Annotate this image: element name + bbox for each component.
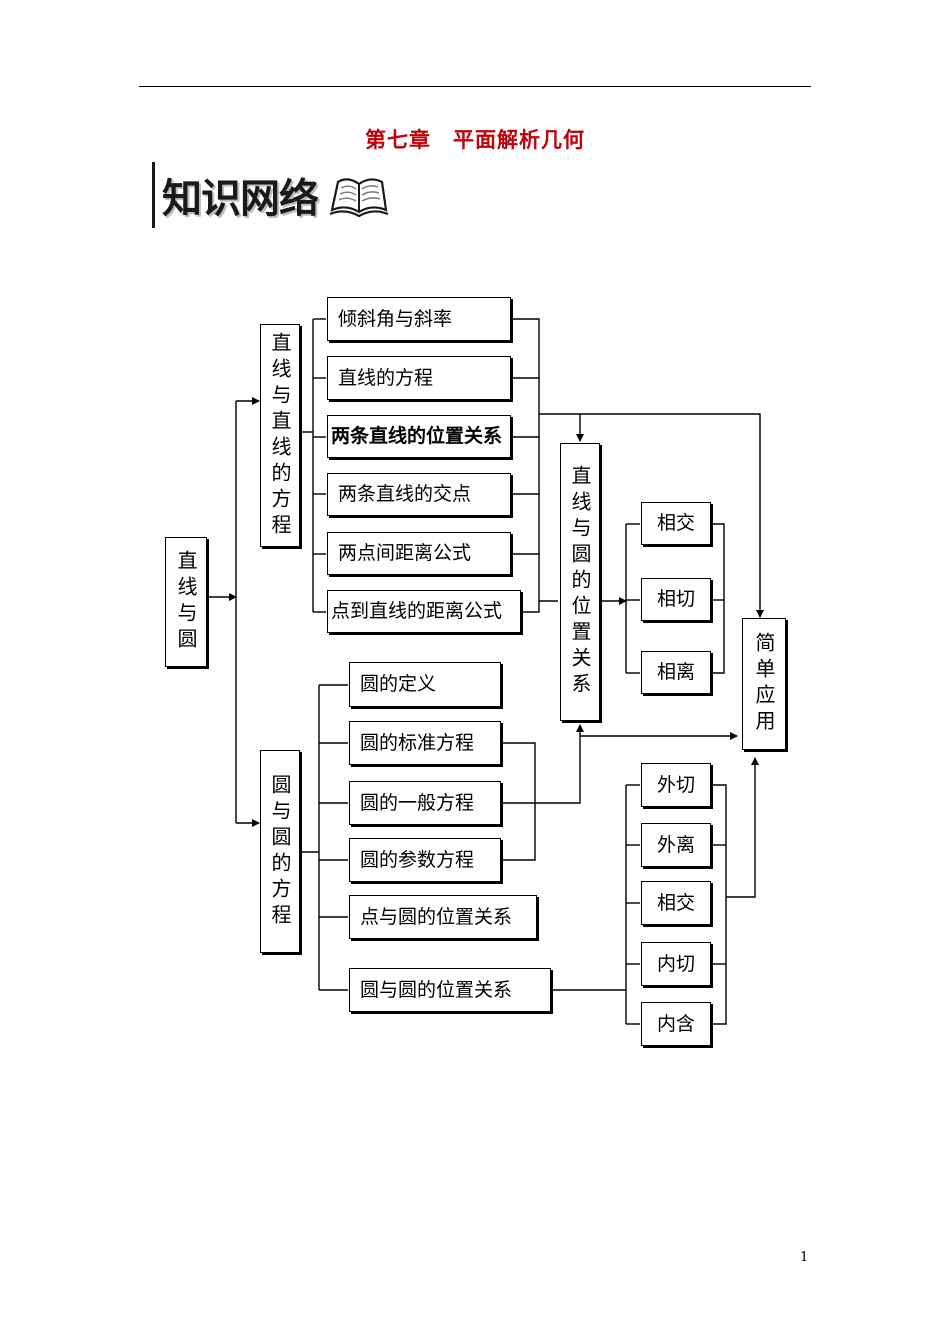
circle-circle-case-box: 相交 (641, 881, 711, 925)
circle-circle-case-label: 外离 (656, 833, 695, 856)
chapter-title: 第七章 平面解析几何 (365, 127, 585, 152)
circle-topic-label: 圆的一般方程 (360, 791, 475, 814)
line-topic-label: 两条直线的交点 (338, 483, 472, 505)
circle-topic-label: 圆的参数方程 (360, 848, 475, 871)
lines-branch-node: 直线与直线的方程 (260, 324, 300, 547)
circle-topic-box: 圆与圆的位置关系 (349, 968, 551, 1012)
line-topic-box: 点到直线的距离公式 (327, 590, 521, 633)
lines-branch-label: 直线与直线的方程 (268, 331, 292, 540)
circle-topic-box: 圆的一般方程 (349, 781, 501, 825)
circle-circle-case-box: 外切 (641, 763, 711, 807)
section-heading-bar (152, 162, 155, 228)
line-circle-case-label: 相离 (656, 661, 695, 683)
circles-branch-node: 圆与圆的方程 (260, 750, 300, 953)
line-topic-label: 倾斜角与斜率 (338, 307, 453, 330)
section-title: 知识网络 (162, 175, 319, 222)
circle-topic-label: 圆的标准方程 (360, 731, 475, 754)
line-circle-case-label: 相切 (656, 588, 695, 610)
line-topic-box: 倾斜角与斜率 (327, 297, 511, 341)
circle-circle-case-label: 内含 (656, 1012, 695, 1035)
line-circle-case-box: 相切 (641, 578, 711, 621)
line-circle-relation-node: 直线与圆的位置关系 (560, 443, 600, 721)
line-circle-relation-label: 直线与圆的位置关系 (568, 465, 592, 699)
circle-circle-case-box: 内切 (641, 942, 711, 986)
line-topic-box: 两条直线的交点 (327, 473, 511, 516)
page-number: 1 (800, 1250, 809, 1265)
circle-topic-label: 点与圆的位置关系 (360, 905, 513, 928)
header-rule (139, 86, 811, 87)
circle-circle-case-label: 相交 (656, 891, 695, 914)
line-topic-label: 两条直线的位置关系 (331, 425, 503, 447)
line-topic-label: 直线的方程 (338, 366, 434, 389)
line-topic-box: 两条直线的位置关系 (327, 415, 511, 458)
application-node: 简单应用 (742, 618, 786, 750)
circle-topic-label: 圆与圆的位置关系 (360, 978, 513, 1001)
line-circle-case-box: 相交 (641, 502, 711, 545)
line-topic-box: 两点间距离公式 (327, 532, 511, 575)
root-label: 直线与圆 (174, 550, 198, 654)
circle-circle-case-box: 外离 (641, 823, 711, 867)
circle-topic-box: 圆的标准方程 (349, 721, 501, 765)
circle-topic-box: 点与圆的位置关系 (349, 895, 537, 939)
line-topic-box: 直线的方程 (327, 356, 511, 400)
circle-circle-case-label: 外切 (656, 773, 695, 796)
circle-topic-box: 圆的参数方程 (349, 838, 501, 882)
section-heading: 知识网络 (152, 160, 402, 228)
circles-branch-label: 圆与圆的方程 (268, 773, 292, 930)
circle-topic-label: 圆的定义 (360, 673, 437, 695)
circle-topic-box: 圆的定义 (349, 662, 501, 707)
circle-circle-case-label: 内切 (656, 952, 695, 975)
open-book-icon (329, 178, 389, 218)
line-topic-label: 两点间距离公式 (338, 542, 472, 564)
root-node: 直线与圆 (165, 537, 207, 667)
circle-circle-case-box: 内含 (641, 1002, 711, 1046)
line-circle-case-label: 相交 (656, 512, 695, 534)
line-topic-label: 点到直线的距离公式 (331, 600, 503, 622)
application-label: 简单应用 (752, 632, 776, 736)
line-circle-case-box: 相离 (641, 651, 711, 694)
